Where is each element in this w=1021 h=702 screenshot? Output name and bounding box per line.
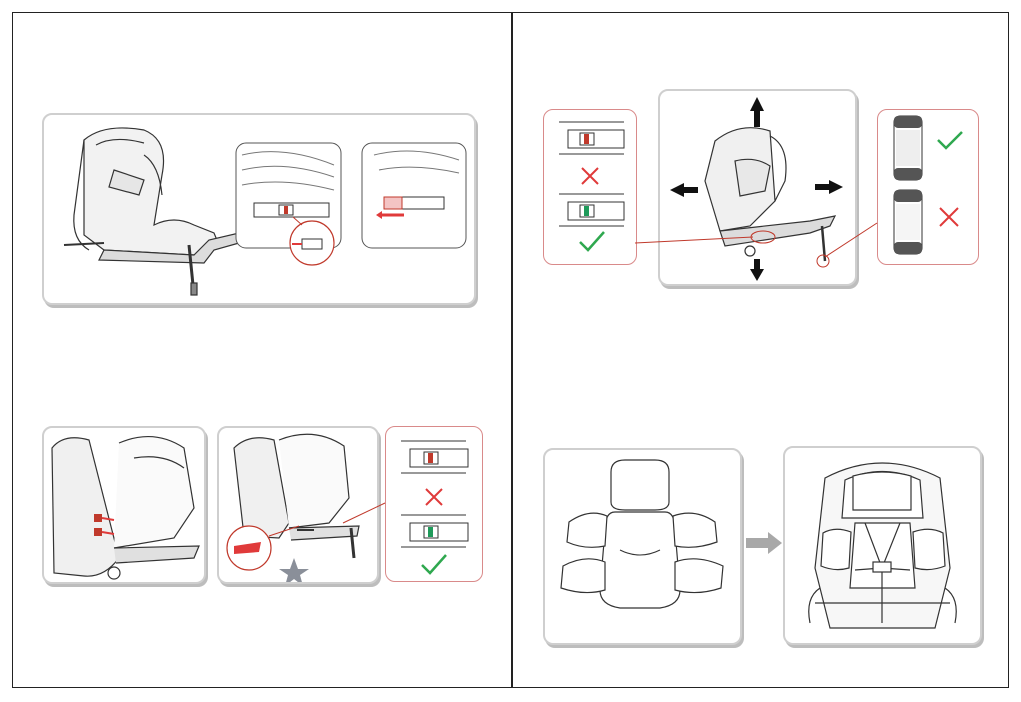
red-cross-icon	[426, 489, 442, 505]
star-icon	[279, 558, 309, 582]
figure-push-seat	[217, 426, 379, 584]
red-cross-icon	[940, 208, 958, 226]
isofix-detail-2	[362, 143, 466, 248]
left-page	[12, 12, 512, 688]
car-seat-illustration	[64, 128, 239, 295]
seat-in-vehicle-drawing	[44, 428, 204, 582]
green-check-icon	[938, 132, 962, 148]
figure-isofix-connect	[42, 113, 476, 305]
support-leg-indicator-drawing	[878, 110, 978, 264]
insert-pieces-drawing	[545, 450, 740, 643]
support-leg-indicator-panel	[877, 109, 979, 265]
green-check-icon	[422, 555, 446, 573]
isofix-detail-1	[236, 143, 341, 265]
figure-seat-in-vehicle	[42, 426, 206, 584]
indicator-right-drawing	[544, 110, 636, 264]
right-page	[512, 12, 1009, 688]
figure-seat-with-inserts	[783, 446, 982, 645]
indicator-left-drawing	[386, 427, 482, 581]
gray-arrow-right-icon	[746, 531, 786, 555]
stability-check-drawing	[660, 91, 855, 284]
indicator-panel-left	[385, 426, 483, 582]
green-check-icon	[580, 232, 604, 250]
figure-insert-pieces	[543, 448, 742, 645]
isofix-connect-drawing	[44, 115, 474, 303]
figure-stability-check	[658, 89, 857, 286]
red-cross-icon	[582, 168, 598, 184]
seat-with-inserts-drawing	[785, 448, 980, 643]
indicator-panel-right	[543, 109, 637, 265]
push-seat-drawing	[219, 428, 377, 582]
